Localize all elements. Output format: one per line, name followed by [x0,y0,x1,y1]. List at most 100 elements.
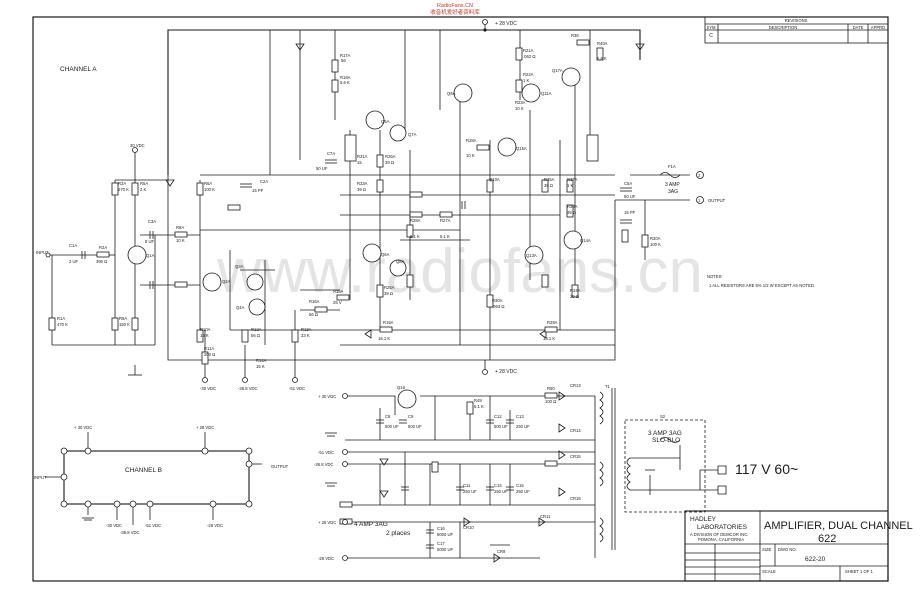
rail-a-top: + 28 VDC [495,21,517,27]
channel-a-diodes [165,43,645,339]
channel-a-output: OUTPUT [708,198,726,203]
svg-text:1 K: 1 K [523,78,529,83]
rev-col-date: DATE [853,25,864,30]
svg-text:R18A: R18A [340,75,351,80]
transistor-q11a [521,83,541,103]
channel-b-rail-p30: + 30 VDC [74,425,92,430]
title-scale-label: SCALE [762,569,776,574]
svg-text:C8: C8 [385,414,391,419]
svg-text:5.6 K: 5.6 K [597,56,607,61]
svg-text:R28A: R28A [466,138,477,143]
svg-text:50 UF: 50 UF [624,194,636,199]
terminal-1: 1 [698,198,701,203]
svg-text:16.1 K: 16.1 K [543,336,555,341]
svg-text:.062 Ω: .062 Ω [523,54,535,59]
svg-text:R35A: R35A [544,177,555,182]
svg-text:C2A: C2A [260,179,268,184]
transistor-q7a [389,124,407,142]
channel-a-label: CHANNEL A [60,66,97,73]
input-jack [45,252,51,258]
title-city: POMONA, CALIFORNIA [698,537,744,542]
watermark: www.radiofans.cn [216,237,703,306]
fuse-f1a-rating-2: 3AG [668,189,678,195]
rail-a-left: 30 VDC [130,143,145,148]
svg-text:50 UF: 50 UF [316,166,328,171]
transistor-q13a [524,245,544,265]
svg-text:Q13A: Q13A [526,253,537,258]
svg-text:2 K: 2 K [140,187,146,192]
svg-text:R50: R50 [547,386,555,391]
svg-text:56: 56 [341,58,346,63]
svg-text:R36: R36 [571,33,579,38]
power-supply-components [339,389,566,563]
svg-text:100 Ω: 100 Ω [545,399,556,404]
svg-text:R26A: R26A [385,154,396,159]
rail-a-n51: -51 VDC [289,386,305,391]
rev-row-sym: C [709,33,713,39]
svg-text:CR9: CR9 [497,549,506,554]
transistor-q9a [453,83,473,103]
rail-a-n368: -36.8 VDC [238,386,258,391]
svg-text:.063 Ω: .063 Ω [492,304,504,309]
svg-text:C11: C11 [463,483,471,488]
channel-b-input: INPUT [34,475,47,480]
transistor-q5a [365,110,385,130]
svg-text:C16: C16 [437,526,445,531]
svg-text:39 Ω: 39 Ω [544,183,553,188]
svg-text:15 K: 15 K [256,364,265,369]
svg-text:Q17A: Q17A [552,68,563,73]
svg-text:R14A: R14A [256,358,267,363]
svg-text:R21A: R21A [523,48,534,53]
svg-text:33 K: 33 K [301,333,310,338]
transistor-q2a [202,272,222,292]
rail-a-n30: -30 VDC [200,386,216,391]
channel-a-transistors [127,67,583,316]
title-drawing: AMPLIFIER, DUAL CHANNEL [764,520,913,532]
svg-text:CR16: CR16 [570,496,581,501]
svg-text:39 Ω: 39 Ω [385,160,394,165]
svg-text:8 UF: 8 UF [145,239,155,244]
svg-text:R19A: R19A [383,320,394,325]
svg-text:R33A: R33A [357,181,368,186]
svg-text:C17: C17 [437,541,445,546]
svg-text:R17A: R17A [340,53,351,58]
svg-text:C3A: C3A [148,219,156,224]
svg-text:R23A: R23A [515,100,526,105]
svg-text:15: 15 [357,160,362,165]
title-dwg-label: DWG NO. [778,547,797,552]
svg-text:10 K: 10 K [466,153,475,158]
svg-text:5.1 K: 5.1 K [410,234,420,239]
drawing-frame [32,16,889,582]
svg-text:100 K: 100 K [650,242,661,247]
svg-text:500 UF: 500 UF [408,424,422,429]
channel-b-rail-n28: -28 VDC [207,523,223,528]
svg-text:R29A: R29A [547,320,558,325]
title-model: 622 [818,533,836,545]
svg-text:250 UF: 250 UF [516,424,530,429]
revisions-block: REVISIONS SYM DESCRIPTION DATE APPRD C [704,16,889,44]
title-block [684,510,889,582]
title-company-2: LABORATORIES [697,524,748,531]
svg-text:250 UF: 250 UF [494,489,508,494]
svg-text:R12A: R12A [251,327,262,332]
svg-text:R16A: R16A [309,299,320,304]
svg-text:R11A: R11A [204,346,214,351]
svg-text:100 K: 100 K [204,187,215,192]
svg-text:R2A: R2A [99,245,107,250]
svg-text:R8A: R8A [176,225,184,230]
channel-a-capacitors [81,159,632,289]
ps-fuse-note-2: 2 places [386,530,411,537]
ps-main-fuse-1: 3 AMP 3AG [648,430,682,437]
svg-text:C13: C13 [516,414,524,419]
svg-text:150 K: 150 K [119,322,130,327]
svg-text:470 K: 470 K [57,322,68,327]
svg-text:R25A: R25A [384,285,395,290]
svg-text:2 UF: 2 UF [69,259,79,264]
rev-col-sym: SYM [706,25,716,30]
svg-text:Q1A: Q1A [146,253,155,258]
ps-rail-p28: + 28 VDC [318,520,336,525]
revisions-title: REVISIONS [785,18,808,23]
svg-text:R20A: R20A [650,236,661,241]
channel-b-rail-n368: -36.8 VDC [120,530,140,535]
svg-text:Q6A: Q6A [381,252,390,257]
